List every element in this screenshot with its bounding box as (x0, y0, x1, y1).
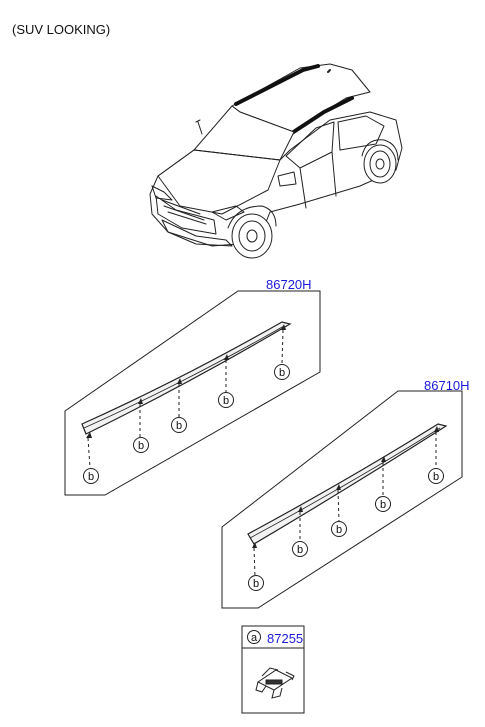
fastener-b-circle (83, 468, 99, 484)
part-86720H-assembly: b b b b b (64, 290, 321, 496)
roof-clip-icon (255, 667, 295, 699)
fastener-leaders (87, 329, 284, 469)
ref-letter-a: a (251, 632, 258, 644)
fastener-b-circle (428, 468, 444, 484)
part-number-86710H[interactable]: 86710H (424, 378, 470, 393)
fastener-b-circle (331, 521, 347, 537)
fastener-b-circle (133, 437, 149, 453)
fastener-b-label: b (297, 544, 303, 556)
fastener-leaders (253, 432, 437, 577)
fastener-b-label: b (433, 471, 439, 483)
fastener-b-circle (292, 541, 308, 557)
suv-car-illustration (149, 63, 403, 259)
leader-line (306, 290, 321, 372)
assembly-frame (64, 290, 321, 496)
fastener-b-circle (171, 417, 187, 433)
part-number-86720H[interactable]: 86720H (266, 277, 312, 292)
fastener-b-label: b (176, 420, 182, 432)
diagram-title: (SUV LOOKING) (12, 22, 111, 37)
fastener-b-label: b (138, 440, 144, 452)
fastener-b-label: b (223, 395, 229, 407)
part-86710H-assembly: b b b b b (221, 390, 463, 609)
fastener-b-label: b (380, 499, 386, 511)
roof-moulding-strip (81, 321, 292, 435)
fastener-b-label: b (279, 367, 285, 379)
fastener-b-circle (375, 496, 391, 512)
fastener-b-circle (248, 575, 264, 591)
fastener-b-circle (218, 392, 234, 408)
ref-letter-circle (247, 630, 261, 644)
fastener-b-label: b (336, 524, 342, 536)
part-number-87255[interactable]: 87255 (267, 631, 304, 646)
fastener-b-label: b (88, 471, 94, 483)
fastener-b-circle (274, 364, 290, 380)
clip-legend-box: a (241, 625, 305, 714)
leader-line (448, 390, 463, 477)
fastener-b-label: b (253, 578, 259, 590)
assembly-frame (221, 390, 463, 609)
